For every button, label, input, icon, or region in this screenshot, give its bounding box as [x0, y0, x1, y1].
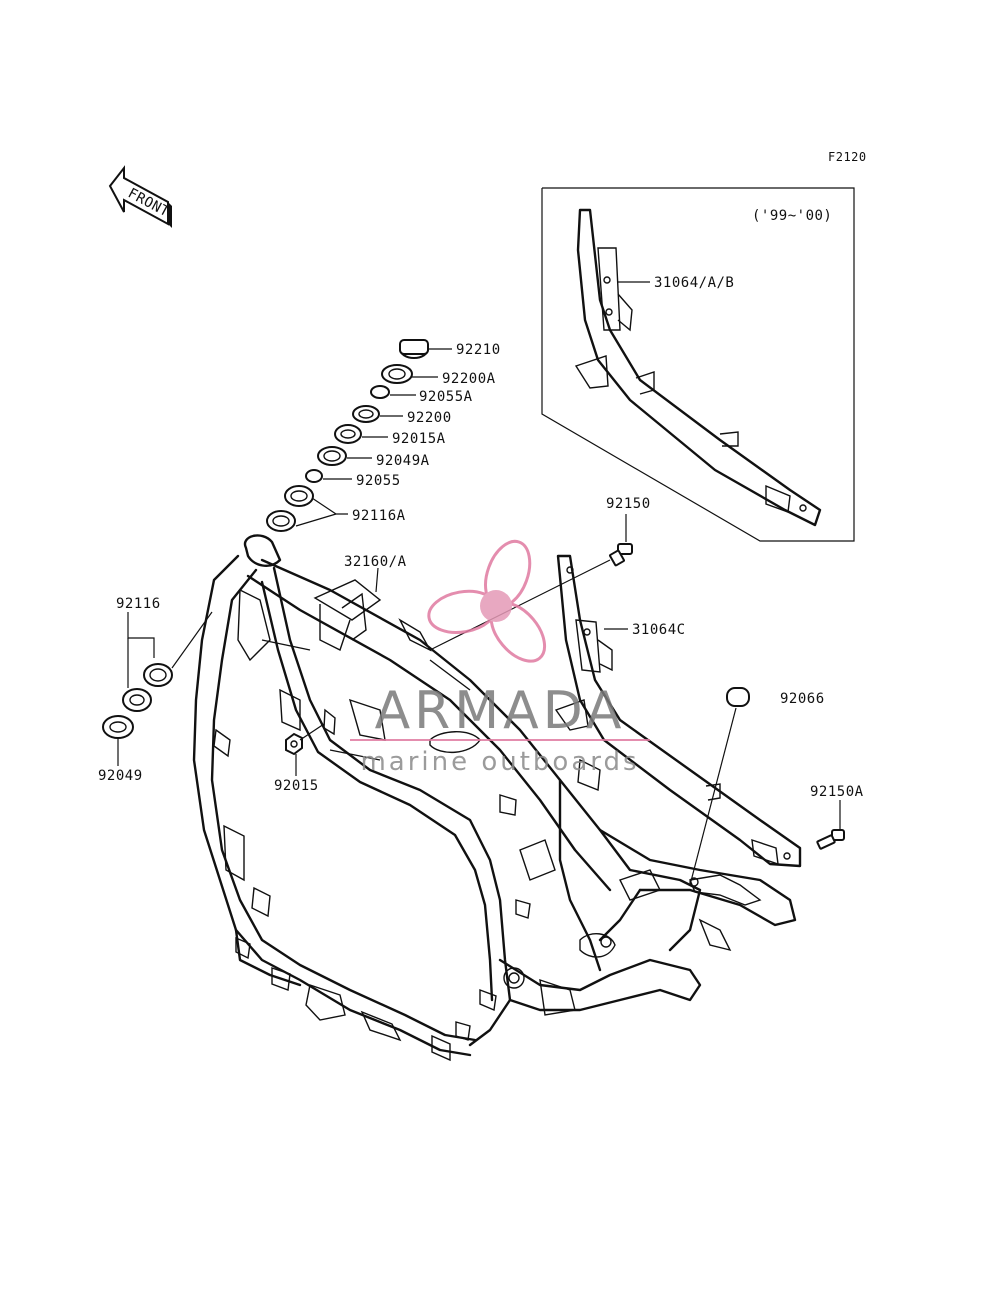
- bolt-92150a: 92150A: [810, 784, 864, 850]
- leader-32160: [375, 567, 379, 593]
- nut-92015: 92015: [274, 723, 325, 794]
- watermark-tagline: marine outboards: [360, 747, 639, 777]
- callout-92015a: 92015A: [392, 431, 446, 447]
- callout-31064-a-b: 31064/A/B: [654, 275, 734, 291]
- callout-92210: 92210: [456, 342, 501, 358]
- grommet-92066: 92066: [689, 687, 825, 886]
- main-frame: [192, 534, 797, 1062]
- callout-92049: 92049: [98, 768, 143, 784]
- callout-92200a: 92200A: [442, 371, 496, 387]
- inset-box: ('99~'00) 31064/A/B: [541, 187, 855, 542]
- front-arrow-icon: FRONT: [108, 165, 172, 228]
- callout-31064c: 31064C: [632, 622, 686, 638]
- callout-92200: 92200: [407, 410, 452, 426]
- callout-92055a: 92055A: [419, 389, 473, 405]
- propeller-logo-icon: [427, 539, 547, 663]
- bolt-92150: 92150: [429, 496, 651, 651]
- callout-92015: 92015: [274, 778, 319, 794]
- watermark-brand: ARMADA: [375, 681, 626, 741]
- figure-code: F2120: [828, 150, 867, 164]
- callout-32160-a: 32160/A: [344, 554, 407, 570]
- callout-92066: 92066: [780, 691, 825, 707]
- callout-92116: 92116: [116, 596, 161, 612]
- lower-bearing-parts: 92116 92049: [98, 596, 213, 784]
- callout-92116a: 92116A: [352, 508, 406, 524]
- inset-year-range: ('99~'00): [752, 208, 832, 224]
- callout-92055: 92055: [356, 473, 401, 489]
- steering-stem-parts: 92210 92200A 92055A 92200 92015A 92049A …: [266, 339, 501, 532]
- watermark: ARMADA marine outboards: [350, 539, 650, 777]
- callout-92049a: 92049A: [376, 453, 430, 469]
- rail-31064c: 31064C: [554, 554, 802, 868]
- callout-92150: 92150: [606, 496, 651, 512]
- callout-92150a: 92150A: [810, 784, 864, 800]
